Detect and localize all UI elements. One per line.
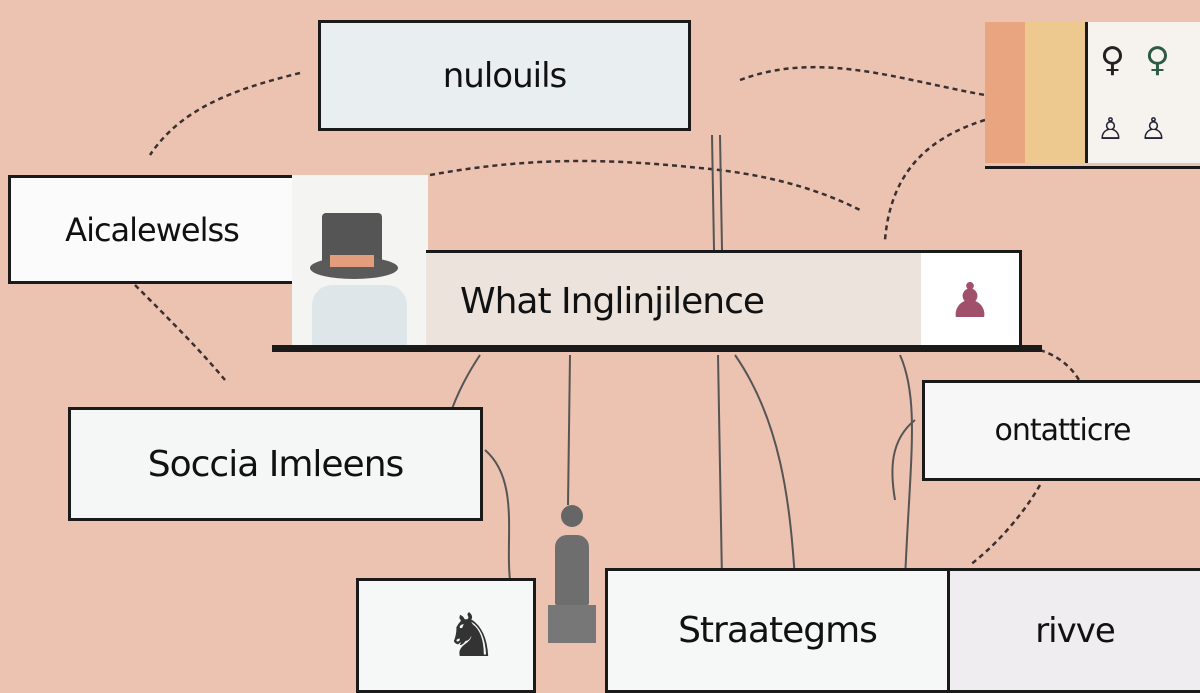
top-hat-figure-icon — [292, 175, 428, 347]
node-bottom-right-label: rivve — [1035, 610, 1116, 651]
node-left[interactable]: Aicalewelss — [8, 175, 296, 284]
node-left-lower-label: Soccia Imleens — [147, 443, 405, 485]
person-icon: ♟ — [921, 253, 1019, 349]
node-bottom-left[interactable]: ♞ — [356, 578, 536, 693]
connector-onatticre-bottom — [969, 484, 1042, 566]
connector-stem-7 — [891, 419, 916, 501]
node-center[interactable]: What Inglinjilence ♟ — [426, 250, 1022, 349]
node-top[interactable]: nulouils — [318, 20, 691, 131]
node-bottom-right[interactable]: rivve — [947, 568, 1200, 693]
connector-stem-4 — [734, 354, 796, 581]
connector-stem-5 — [899, 354, 913, 581]
pedestal-figure-icon — [545, 505, 600, 645]
connector-right-center — [883, 118, 986, 241]
connector-vertical-1 — [711, 134, 715, 251]
connector-top-right — [739, 65, 986, 97]
people-grid-icon: ♀ ♀ ♙ ♙ — [985, 22, 1200, 169]
node-right-label: ontatticre — [994, 413, 1131, 448]
node-left-lower[interactable]: Soccia Imleens — [68, 407, 483, 521]
connector-stem-3 — [717, 354, 723, 581]
connector-right-down — [1039, 348, 1087, 393]
node-bottom-center[interactable]: Straategms — [605, 568, 950, 693]
connector-stem-2 — [567, 354, 571, 506]
connector-vertical-2 — [719, 134, 723, 251]
connector-stem-6 — [484, 449, 511, 581]
node-center-label: What Inglinjilence — [460, 280, 765, 322]
center-underline — [272, 345, 1042, 352]
connector-left-down — [134, 284, 226, 381]
chess-piece-icon: ♞ — [444, 600, 498, 671]
connector-top-left — [148, 71, 301, 156]
node-bottom-center-label: Straategms — [678, 610, 878, 651]
node-right[interactable]: ontatticre — [922, 380, 1200, 481]
connector-middle — [429, 159, 861, 212]
node-left-label: Aicalewelss — [65, 210, 240, 249]
node-top-label: nulouils — [442, 55, 568, 96]
